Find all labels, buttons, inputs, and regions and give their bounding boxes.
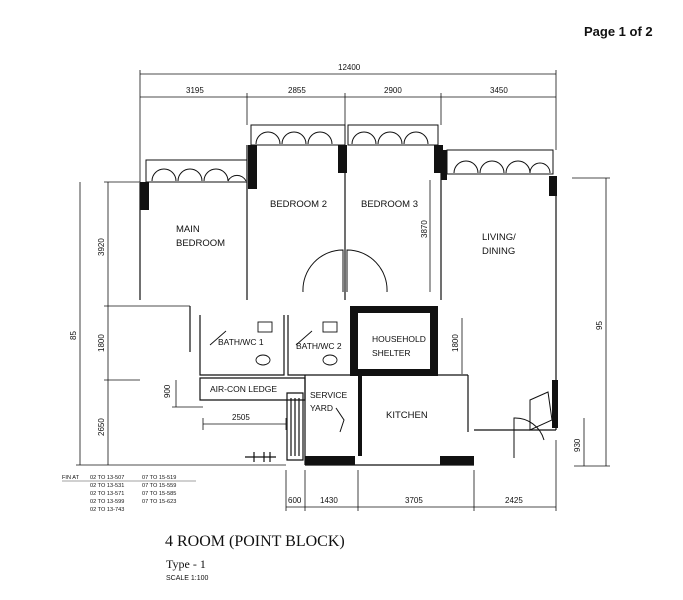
dim-top-2: 2855 xyxy=(288,86,306,95)
room-label-service-1: SERVICE xyxy=(310,390,347,400)
dim-right-small: 930 xyxy=(573,438,582,452)
dim-bottom-4: 2425 xyxy=(505,496,523,505)
dim-left-small: 900 xyxy=(163,384,172,398)
dim-top-4: 3450 xyxy=(490,86,508,95)
fin-col2-1: 07 TO 15-519 xyxy=(142,475,176,481)
fin-col2-4: 07 TO 15-623 xyxy=(142,499,176,505)
dim-bottom-3: 3705 xyxy=(405,496,423,505)
dim-right-outer: 95 xyxy=(595,321,604,330)
structural-walls xyxy=(140,145,558,465)
room-label-living-2: DINING xyxy=(482,246,515,257)
fin-col1-1: 02 TO 13-507 xyxy=(90,475,124,481)
room-label-bedroom-3: BEDROOM 3 xyxy=(361,199,418,210)
dim-top-1: 3195 xyxy=(186,86,204,95)
room-label-shelter-2: SHELTER xyxy=(372,348,411,358)
page-number: Page 1 of 2 xyxy=(584,24,653,39)
room-label-bath-2: BATH/WC 2 xyxy=(296,341,342,351)
dim-bottom-2: 1430 xyxy=(320,496,338,505)
room-label-kitchen: KITCHEN xyxy=(386,410,428,421)
fin-col1-3: 02 TO 13-571 xyxy=(90,491,124,497)
dim-left-2: 1800 xyxy=(97,334,106,352)
windows xyxy=(145,124,554,183)
dim-top-3: 2900 xyxy=(384,86,402,95)
dim-aircon-width: 2505 xyxy=(232,413,250,422)
plan-title: 4 ROOM (POINT BLOCK) xyxy=(165,533,345,550)
walls xyxy=(139,145,557,466)
dimension-lines xyxy=(76,70,610,511)
room-label-bedroom-2: BEDROOM 2 xyxy=(270,199,327,210)
fin-col1-2: 02 TO 13-531 xyxy=(90,483,124,489)
room-label-bath-1: BATH/WC 1 xyxy=(218,337,264,347)
fin-col2-3: 07 TO 15-585 xyxy=(142,491,176,497)
fin-col2-2: 07 TO 15-559 xyxy=(142,483,176,489)
dim-bottom-1: 600 xyxy=(288,496,302,505)
fin-at-label: FIN AT xyxy=(62,475,80,481)
plan-scale: SCALE 1:100 xyxy=(166,575,209,582)
fin-col1-5: 02 TO 13-743 xyxy=(90,507,124,513)
plan-type: Type - 1 xyxy=(166,557,206,571)
room-label-shelter-1: HOUSEHOLD xyxy=(372,334,426,344)
dim-left-1: 3920 xyxy=(97,238,106,256)
room-label-service-2: YARD xyxy=(310,403,333,413)
room-label-main-bedroom-1: MAIN xyxy=(176,224,200,235)
dim-total-width: 12400 xyxy=(338,63,361,72)
bathroom-fixtures xyxy=(209,321,338,366)
room-label-main-bedroom-2: BEDROOM xyxy=(176,238,225,249)
doors xyxy=(302,249,553,458)
fin-col1-4: 02 TO 13-599 xyxy=(90,499,124,505)
dim-left-3: 2650 xyxy=(97,418,106,436)
room-label-aircon: AIR-CON LEDGE xyxy=(210,384,277,394)
room-label-living-1: LIVING/ xyxy=(482,232,516,243)
dim-shelter-height: 1800 xyxy=(451,334,460,352)
dim-left-outer: 85 xyxy=(69,331,78,340)
dim-bedroom3-height: 3870 xyxy=(420,220,429,238)
